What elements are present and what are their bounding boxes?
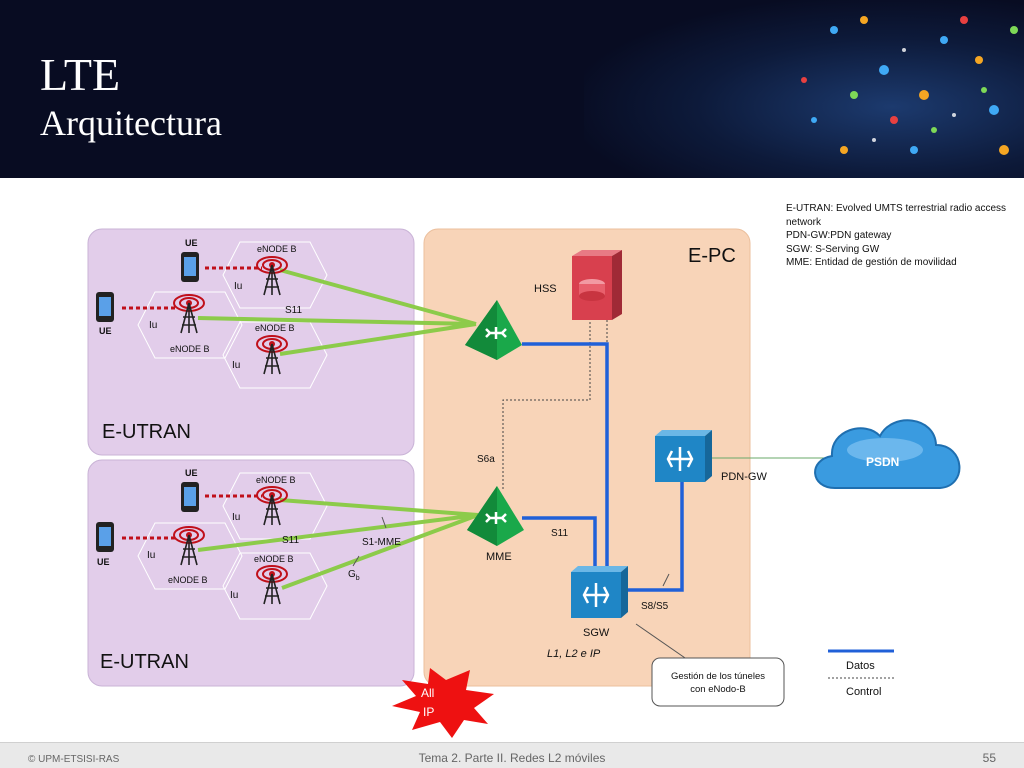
mme-sgw-link [522, 342, 609, 570]
s1-link [197, 513, 479, 552]
enodeb-label: eNODE B [170, 344, 210, 354]
iu-label: Iu [232, 360, 240, 371]
iu-label: Iu [230, 590, 238, 601]
iu-links [122, 266, 262, 540]
s11-label: S11 [285, 305, 302, 316]
eutran-bottom-panel [87, 459, 415, 687]
eutran-bottom-label: E-UTRAN [100, 651, 189, 673]
enodeb-antenna-icon [256, 335, 288, 375]
psdn-cloud-icon [814, 419, 961, 489]
enodeb-antenna-icon [256, 256, 288, 296]
hss-server-icon [572, 250, 622, 320]
cell-hex [222, 472, 328, 540]
acronym-item: PDN-GW:PDN gateway [786, 230, 892, 241]
s1-link [281, 513, 479, 590]
s11-label: S11 [282, 535, 299, 546]
s8s5-label: S8/S5 [641, 601, 669, 612]
s11-label: S11 [551, 528, 568, 539]
gb-label: Gb [348, 569, 360, 582]
cell-hex [222, 241, 328, 309]
s8s5-link [622, 482, 684, 592]
enodeb-label: eNODE B [257, 244, 297, 254]
s8s5-tick [662, 573, 670, 587]
iu-label: Iu [234, 281, 242, 292]
pdngw-label: PDN-GW [721, 471, 767, 483]
ue-phone-icon [181, 482, 199, 512]
epc-label: E-PC [688, 245, 736, 267]
s11-link [522, 516, 597, 570]
ue-phone-icon [96, 292, 114, 322]
page-number: 55 [982, 751, 996, 765]
s6a-link [502, 322, 591, 490]
s1-link [279, 268, 477, 326]
lte-architecture-diagram: UE UE UE UE eNODE B eNODE B eNODE B eNOD… [87, 228, 961, 738]
enodeb-label: eNODE B [255, 323, 295, 333]
legend-control-label: Control [846, 686, 881, 698]
footer-copyright: © UPM-ETSISI-RAS [28, 754, 120, 765]
s1-link [197, 316, 477, 326]
l1l2ip-label: L1, L2 e IP [547, 648, 601, 660]
acronym-legend: E-UTRAN: Evolved UMTS terrestrial radio … [786, 202, 1016, 270]
enodeb-label: eNODE B [256, 475, 296, 485]
ue-phone-icon [181, 252, 199, 282]
pdngw-router-icon [655, 430, 712, 482]
iu-label: Iu [232, 512, 240, 523]
mme-label: MME [486, 551, 512, 563]
ue-label: UE [185, 238, 198, 248]
interface-ticks [352, 516, 387, 567]
enodeb-label: eNODE B [168, 575, 208, 585]
legend-datos-label: Datos [846, 660, 875, 672]
mme-top-icon [465, 300, 522, 360]
acronym-item: MME: Entidad de gestión de movilidad [786, 257, 957, 268]
hss-label: HSS [534, 283, 557, 295]
s1-links-bottom [197, 498, 479, 590]
mme-bottom-icon [467, 486, 524, 546]
cell-hex [222, 552, 328, 620]
callout-text-line1: Gestión de los túneles [671, 671, 765, 682]
acronym-item: SGW: S-Serving GW [786, 243, 880, 255]
ue-phone-icon [96, 522, 114, 552]
ue-label: UE [97, 557, 110, 567]
slide-subtitle: Arquitectura [40, 103, 222, 143]
iu-label: Iu [147, 550, 155, 561]
eutran-top-label: E-UTRAN [102, 421, 191, 443]
enodeb-antenna-icon [173, 294, 205, 334]
acronym-item: E-UTRAN: Evolved UMTS terrestrial radio … [786, 203, 1007, 228]
s1-link [279, 322, 477, 356]
enodeb-antenna-icon [173, 526, 205, 566]
ue-label: UE [99, 326, 112, 336]
all-ip-line1: All [421, 686, 434, 700]
sgw-router-icon [571, 566, 628, 618]
psdn-label: PSDN [866, 455, 899, 469]
all-ip-starburst [392, 668, 494, 738]
footer-course: Tema 2. Parte II. Redes L2 móviles [418, 751, 606, 765]
sgw-label: SGW [583, 627, 610, 639]
slide-header: LTE Arquitectura [0, 0, 1024, 178]
iu-label: Iu [149, 320, 157, 331]
tunnel-callout [635, 623, 785, 707]
s1-links-top [197, 268, 477, 356]
slide-footer: © UPM-ETSISI-RAS Tema 2. Parte II. Redes… [0, 742, 1024, 768]
s1-mme-label: S1-MME [362, 537, 401, 548]
all-ip-line2: IP [423, 705, 434, 719]
data-links [522, 342, 684, 592]
enodeb-antenna-icon [256, 486, 288, 526]
enodeb-antenna-icon [256, 565, 288, 605]
callout-text-line2: con eNodo-B [690, 684, 745, 695]
cells-bottom [137, 472, 328, 620]
fiber-optic-image [584, 0, 1024, 178]
s1-link [279, 498, 479, 517]
s6a-label: S6a [477, 454, 495, 465]
ue-label: UE [185, 468, 198, 478]
fiber-lights [801, 16, 1018, 155]
enodeb-label: eNODE B [254, 554, 294, 564]
slide-title: LTE [40, 49, 121, 100]
